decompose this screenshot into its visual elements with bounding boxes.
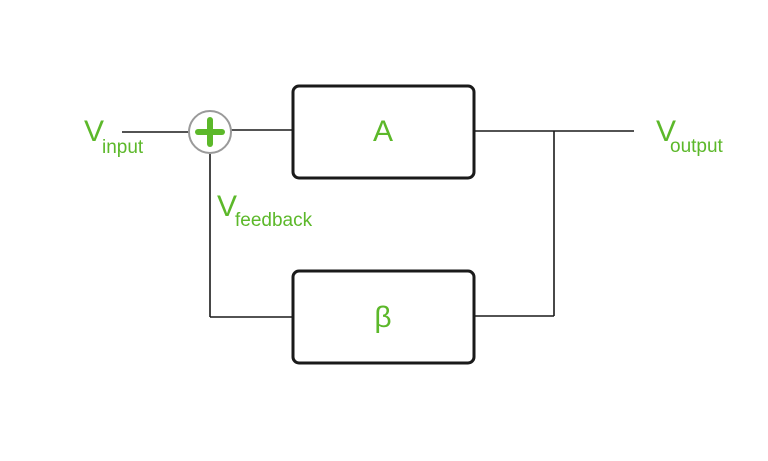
feedback-label-main: V: [217, 190, 237, 223]
feedback-gain-block: β: [291, 269, 476, 365]
forward-gain-box: [291, 84, 476, 180]
feedback-voltage-label: V feedback: [217, 190, 313, 231]
feedback-label-subscript: feedback: [235, 210, 313, 231]
summing-junction: [188, 110, 232, 154]
output-voltage-label: V output: [656, 115, 724, 157]
input-voltage-label: V input: [84, 115, 144, 158]
forward-gain-block: A: [291, 84, 476, 180]
input-label-subscript: input: [102, 137, 144, 158]
forward-gain-label: A: [373, 115, 393, 148]
output-label-main: V: [656, 115, 676, 148]
input-label-main: V: [84, 115, 104, 148]
feedback-gain-box: [291, 269, 476, 365]
feedback-gain-label: β: [374, 301, 391, 334]
output-label-subscript: output: [670, 136, 724, 157]
plus-icon: [195, 117, 225, 147]
